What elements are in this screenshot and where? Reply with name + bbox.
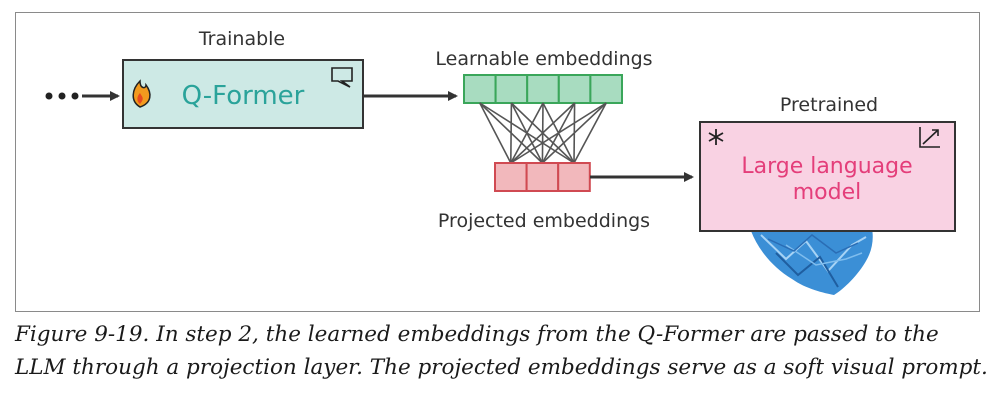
learnable-embedding-cell (557, 74, 592, 104)
connection-line (479, 102, 512, 164)
diagram: Trainable Q-Former Learnable embeddings … (45, 28, 956, 295)
projected-embedding-cell (494, 162, 528, 192)
projected-embedding-cell (557, 162, 591, 192)
connection-line (510, 102, 607, 164)
connection-line (510, 102, 576, 164)
ellipsis-icon (45, 92, 79, 100)
flame-icon (132, 79, 151, 108)
trainable-label: Trainable (198, 28, 285, 50)
pretrained-label: Pretrained (780, 94, 878, 116)
learnable-embeddings (463, 74, 624, 104)
figure-frame: Trainable Q-Former Learnable embeddings … (15, 12, 980, 312)
learnable-embedding-cell (463, 74, 497, 104)
projection-connections (479, 102, 607, 164)
learnable-embedding-cell (589, 74, 624, 104)
llm-label-line2: model (793, 180, 862, 205)
projected-embedding-cell (525, 162, 560, 192)
learnable-embedding-cell (526, 74, 560, 104)
projected-embeddings (494, 162, 591, 192)
caption-line-2: LLM through a projection layer. The proj… (15, 355, 988, 380)
connection-line (510, 102, 544, 164)
qformer-box (122, 59, 364, 129)
connection-line (510, 102, 513, 164)
llm-label-line1: Large language (741, 154, 912, 179)
caption-line-1: Figure 9-19. In step 2, the learned embe… (15, 322, 939, 347)
speech-bubble-icon (331, 67, 353, 88)
figure-caption: Figure 9-19. In step 2, the learned embe… (15, 318, 990, 384)
chart-icon (919, 127, 940, 148)
projected-embeddings-label: Projected embeddings (438, 210, 650, 232)
connection-line (541, 102, 607, 164)
qformer-label: Q-Former (182, 81, 305, 111)
llm-box (699, 121, 956, 232)
learnable-embeddings-label: Learnable embeddings (435, 48, 652, 70)
connection-line (573, 102, 607, 164)
brain-icon (751, 229, 873, 295)
snowflake-icon (708, 129, 724, 145)
learnable-embedding-cell (494, 74, 529, 104)
